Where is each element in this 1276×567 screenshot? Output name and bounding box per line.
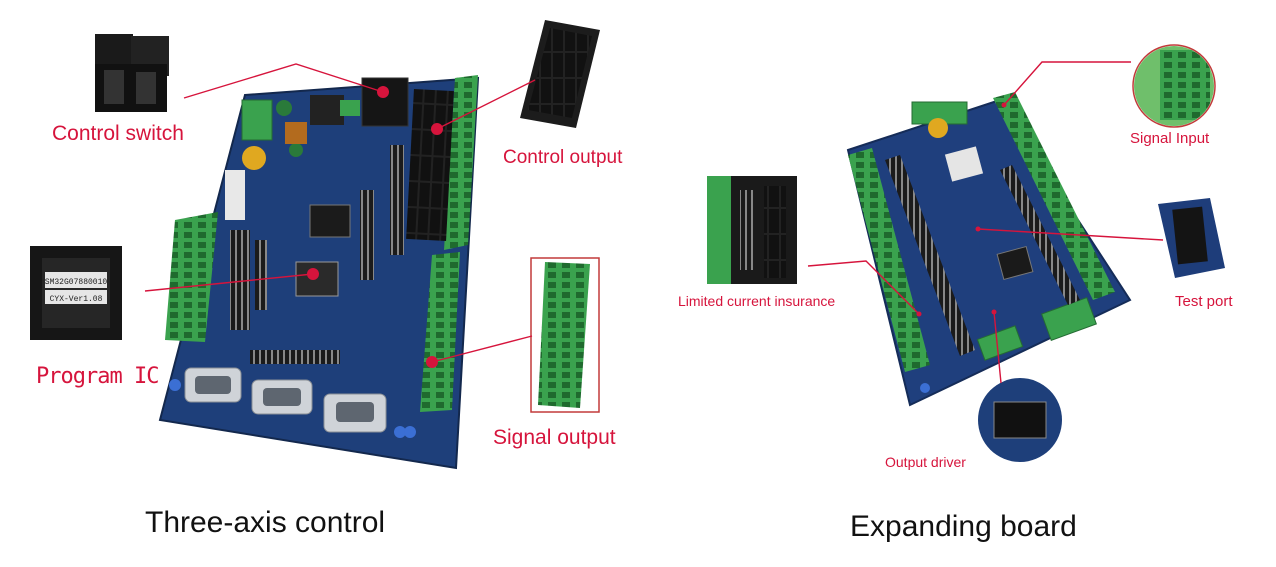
control-switch-relay <box>361 77 409 127</box>
test-port-inset <box>1158 198 1225 278</box>
capacitor <box>289 143 303 157</box>
left-callout-dots <box>307 86 443 368</box>
ic-row <box>360 190 374 280</box>
white-component <box>225 170 245 220</box>
terminal-bottom <box>1041 296 1097 342</box>
chip <box>310 95 344 125</box>
terminal-right-bottom <box>420 252 460 412</box>
capacitor <box>242 146 266 170</box>
control-switch-inset <box>88 30 172 114</box>
capacitor <box>276 100 292 116</box>
signal-input-inset <box>1132 44 1216 128</box>
program-ic-label: Program IC <box>36 364 159 389</box>
signal-input-label: Signal Input <box>1130 130 1210 147</box>
mcu-chip <box>996 245 1034 281</box>
output-driver-inset <box>978 378 1062 462</box>
terminal-left-edge <box>165 212 218 342</box>
program-ic-onboard <box>295 261 339 297</box>
ic-column <box>885 155 975 356</box>
capacitor <box>404 426 416 438</box>
ic-column <box>1000 165 1080 305</box>
power-module <box>944 146 984 182</box>
chip <box>340 100 360 116</box>
inductor <box>285 122 307 144</box>
ic-row <box>230 230 250 330</box>
control-output-label: Control output <box>503 147 623 168</box>
chip-text-line-1: SM32G07880010 <box>45 278 108 287</box>
right-callouts <box>807 61 1164 384</box>
db9-connectors <box>184 367 387 433</box>
signal-output-inset <box>530 257 600 413</box>
output-driver-label: Output driver <box>885 454 966 470</box>
three-axis-caption: Three-axis control <box>145 506 386 539</box>
capacitor <box>169 379 181 391</box>
capacitor <box>920 383 930 393</box>
terminal-top-right <box>993 92 1115 300</box>
limited-current-label: Limited current insurance <box>678 293 836 309</box>
three-axis-board <box>158 75 480 470</box>
ic-row <box>255 240 267 310</box>
power-terminal <box>241 99 273 141</box>
left-callouts <box>144 63 536 363</box>
right-callout-dots <box>916 102 1007 317</box>
terminal-right-top <box>444 75 478 250</box>
capacitor <box>394 426 406 438</box>
main-chip <box>309 204 351 238</box>
ic-row <box>250 350 340 364</box>
control-switch-label: Control switch <box>52 122 184 145</box>
control-output-inset <box>520 20 600 128</box>
expanding-board <box>846 92 1132 407</box>
limited-current-inset <box>707 176 797 284</box>
test-port-label: Test port <box>1175 293 1233 310</box>
chip-text-line-2: CYX-Ver1.08 <box>50 295 103 304</box>
program-ic-inset: SM32G07880010 CYX-Ver1.08 <box>30 246 122 340</box>
capacitor <box>928 118 948 138</box>
expanding-board-caption: Expanding board <box>850 510 1077 543</box>
terminal-left-edge-right <box>848 148 930 372</box>
relay-bank <box>406 89 454 241</box>
signal-output-label: Signal output <box>493 426 616 449</box>
ic-row <box>390 145 404 255</box>
